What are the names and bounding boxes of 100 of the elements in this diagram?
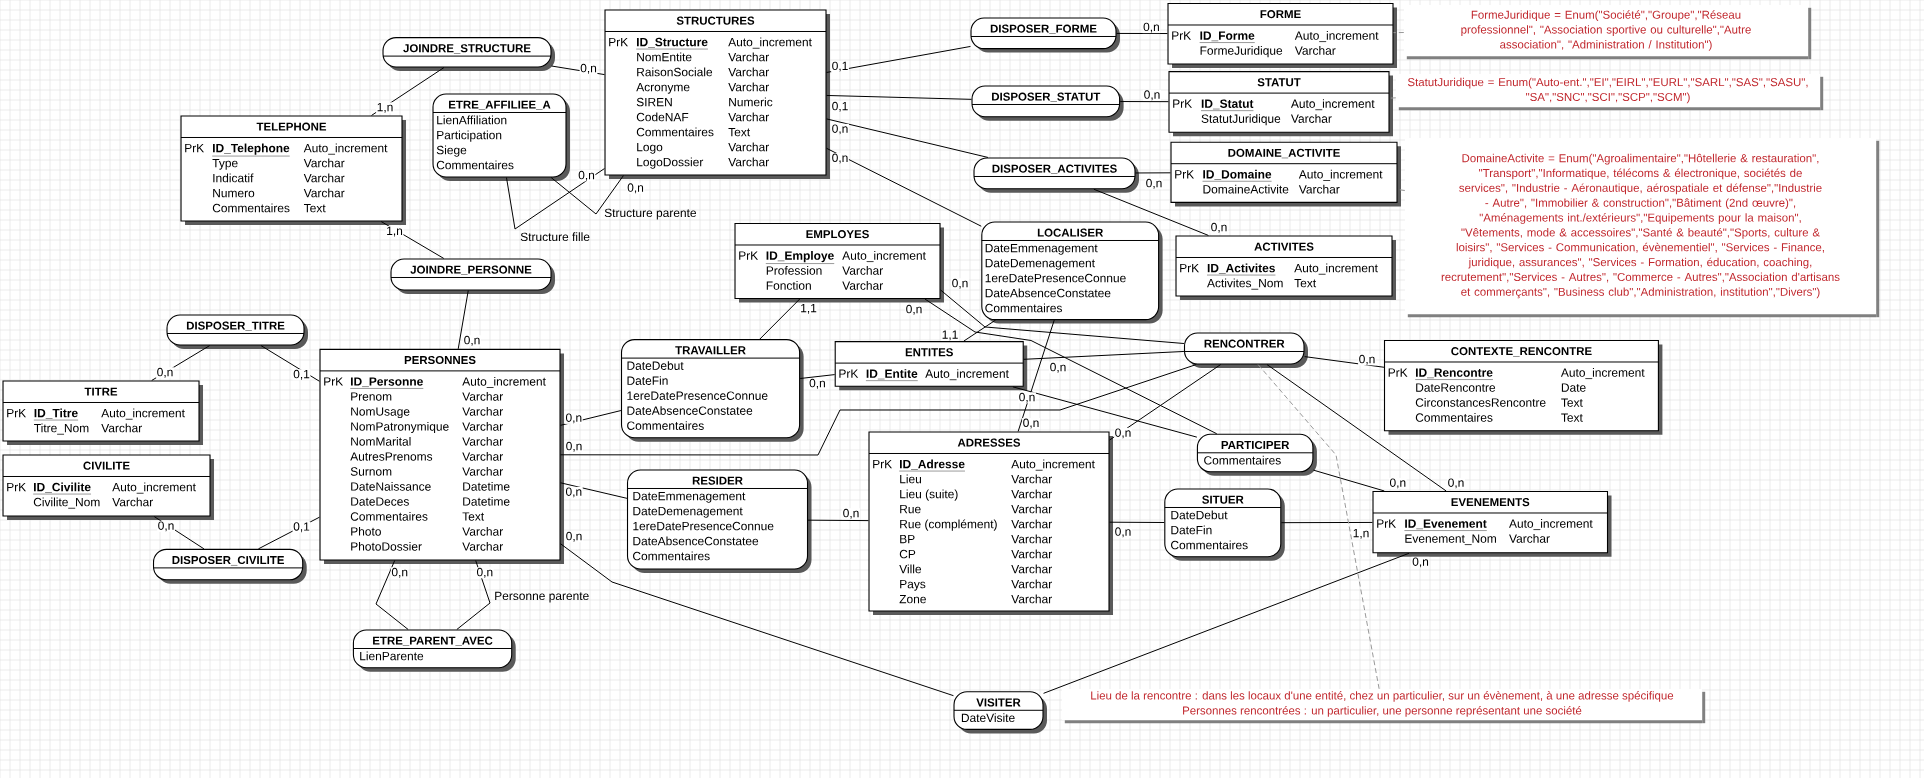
attribute-name: DateEmmenagement [633, 492, 746, 503]
cardinality-label: 0,n [1018, 392, 1036, 404]
connector-line [560, 482, 628, 499]
connector-line [799, 374, 836, 379]
association-title: RESIDER [692, 476, 743, 485]
cardinality-label: 0,n [564, 486, 583, 498]
node-label: DomaineActivite = Enum("Agroalimentaire","Hôtellerie & restauration", "Transport","Informatique, télécoms & électronique, sociétés de services", "Industrie - Aéronautique, aérospatiale et défense","Industrie - Autre", "Immobilier & construction","Bâtiment (2nd œuvre)", "Aménagements int./extérieurs","Equipements pour la maison", "Vêtements, mode & accessoires","Santé & beauté","Sports, culture & loisirs", "Services - Communication, évènementiel", "Services - Finance, juridique, assurances", "Services - Formation, éducation, coaching, recrutement","Services - Autres", "Commerce - Autres","Association d'artisans et commerçants", "Business club","Administration, institution","Divers") [1441, 153, 1840, 299]
cardinality-label: 0,n [1388, 477, 1407, 489]
connector-line [1043, 552, 1410, 694]
attribute-type: Varchar [462, 436, 503, 446]
connector-line [560, 410, 622, 426]
attribute-name: NomMarital [351, 436, 411, 446]
connector-line [1280, 521, 1373, 524]
cardinality-label: 0,n [579, 63, 598, 75]
attribute-name: PhotoDossier [351, 541, 422, 551]
attribute-type: Varchar [462, 391, 503, 401]
connector-line [456, 560, 491, 630]
cardinality-label: 0,n [463, 335, 481, 347]
association-title: ETRE_PARENT_AVEC [373, 636, 493, 646]
attribute-name: DateDemenagement [633, 507, 743, 518]
cardinality-label: 0,n [1049, 362, 1067, 374]
cardinality-label: 0,n [1022, 417, 1040, 429]
attribute-type: Datetime [463, 496, 510, 506]
cardinality-label: 0,n [1142, 22, 1161, 34]
connector-line [1119, 101, 1169, 103]
attribute-name: Prenom [351, 392, 392, 401]
key-attribute: ID_Personne [350, 377, 424, 389]
connector-line [153, 516, 205, 550]
attribute-type: Varchar [462, 541, 503, 551]
connector-line [826, 94, 972, 100]
cardinality-label: 0,n [905, 304, 923, 316]
connector-line [1109, 521, 1165, 523]
connector-line [1266, 364, 1447, 492]
connector-line [1093, 188, 1209, 236]
connector-line [759, 298, 801, 340]
attribute-name: Commentaires [350, 511, 428, 521]
cardinality-label: 0,n [156, 367, 174, 379]
attribute-type: Varchar [462, 406, 503, 416]
cardinality-label: 0,n [1358, 354, 1376, 366]
cardinality-label: 0,n [626, 182, 645, 194]
attribute-name: DateNaissance [351, 481, 431, 491]
attribute-type: Auto_increment [462, 376, 546, 388]
cardinality-label: 0,n [475, 567, 494, 579]
role-label: Structure fille [520, 232, 590, 242]
connector-line [380, 221, 445, 259]
cardinality-label: 0,n [1114, 526, 1132, 538]
connector-line [551, 65, 605, 76]
connector-line [1116, 32, 1168, 35]
attribute-name: LienParente [360, 651, 424, 661]
note-text: Lieu de la rencontre : dans les locaux d'une entité, chez un particulier, sur un évènement, à une adresse spécifique [1091, 691, 1674, 702]
cardinality-label: 0,n [831, 123, 849, 135]
role-label: Personne parente [495, 591, 589, 603]
connector-line [260, 345, 320, 382]
note-box: DomaineActivite = Enum("Agroalimentaire","Hôtellerie & restauration", "Transport","Informatique, télécoms & électronique, sociétés de services", "Industrie - Aéronautique, aérospatiale et défense","Industrie - Autre", "Immobilier & construction","Bâtiment (2nd œuvre)", "Aménagements int./extérieurs","Equipements pour la maison", "Vêtements, mode & accessoires","Santé & beauté","Sports, culture & loisirs", "Services - Communication, évènementiel", "Services - Finance, juridique, assurances", "Services - Formation, éducation, coaching, recrutement","Services - Autres", "Commerce - Autres","Association d'artisans et commerçants", "Business club","Administration, institution","Divers") [1405, 138, 1880, 318]
connector-line [1109, 364, 1222, 441]
connector-line [963, 319, 996, 342]
cardinality-label: 0,n [1143, 89, 1161, 101]
attribute-type: Datetime [463, 481, 510, 491]
key-label: PrK [324, 377, 343, 386]
connector-line [550, 175, 624, 215]
cardinality-label: 0,n [1210, 222, 1228, 234]
cardinality-label: 0,1 [831, 101, 849, 113]
cardinality-label: 0,1 [831, 61, 849, 73]
attribute-name: Commentaires [633, 551, 710, 561]
cardinality-label: 1,1 [799, 303, 818, 315]
attribute-name: NomUsage [351, 407, 410, 419]
connector-line [1135, 172, 1171, 174]
role-label: Structure parente [604, 208, 697, 220]
cardinality-label: 0,n [157, 520, 175, 532]
note-box: StatutJuridique = Enum("Auto-ent.","EI","EIRL","EURL","SARL","SAS","SASU", "SA","SNC","SCI","SCP","SCM") [1396, 74, 1824, 111]
connector-line [826, 147, 982, 227]
cardinality-label: 0,n [842, 508, 860, 520]
cardinality-label: 1,n [385, 226, 404, 238]
cardinality-label: 1,1 [941, 329, 959, 341]
connector-line [371, 67, 445, 116]
cardinality-label: 0,n [831, 152, 849, 165]
attribute-type: Text [462, 512, 485, 521]
cardinality-label: 0,n [1447, 477, 1465, 489]
attribute-name: 1ereDatePresenceConnue [633, 521, 774, 531]
connector-line [506, 168, 605, 230]
connector-line [1017, 319, 1055, 432]
attribute-name: NomPatronymique [351, 421, 449, 434]
attribute-name: DateAbsenceConstatee [633, 536, 759, 546]
cardinality-label: 0,n [808, 378, 827, 390]
connector-line [826, 118, 989, 158]
connector-line [151, 345, 211, 381]
connector-line [1304, 356, 1385, 368]
cardinality-label: 0,n [577, 170, 596, 182]
attribute-type: Varchar [462, 526, 503, 536]
association-title: DISPOSER_CIVILITE [172, 556, 284, 566]
connector-line [1023, 350, 1185, 360]
cardinality-label: 0,n [1145, 178, 1163, 190]
cardinality-label: 0,n [390, 567, 409, 579]
cardinality-label: 0,n [565, 441, 583, 453]
cardinality-label: 1,n [376, 102, 394, 114]
leader-line [1257, 364, 1380, 690]
note-text: Personnes rencontrées : un particulier, une personne représentant une société [1183, 706, 1582, 717]
cardinality-label: 0,n [1411, 556, 1430, 568]
attribute-name: Surnom [350, 467, 392, 476]
note-box: FormeJuridique = Enum("Société","Groupe","Réseau professionnel", "Association sportive ou culturelle","Autre association", "Administration / Institution") [1404, 5, 1812, 60]
